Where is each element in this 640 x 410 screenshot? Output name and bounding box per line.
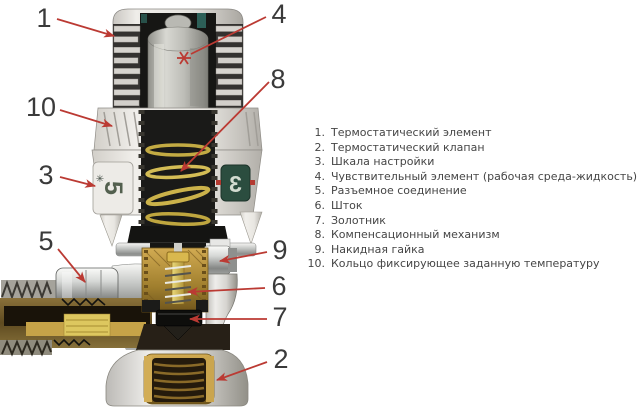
ring-flap-left — [99, 214, 123, 247]
legend-item-number: 10. — [307, 257, 326, 271]
arrow-9 — [218, 251, 268, 264]
legend-item-6: 6. Шток — [306, 199, 637, 214]
arrow-10 — [59, 109, 114, 128]
legend-item-5: 5. Разъемное соединение — [306, 184, 637, 199]
stem-spring — [164, 265, 192, 304]
legend-item-text: Шкала настройки — [331, 155, 435, 169]
valve-cartridge — [141, 243, 209, 313]
legend-item-text: Шток — [331, 198, 363, 212]
frost-symbol: ✳ — [96, 174, 104, 185]
legend-item-number: 4. — [314, 169, 326, 183]
legend-item-text: Разъемное соединение — [331, 184, 467, 198]
legend-item-text: Золотник — [331, 213, 386, 227]
thermostatic-head — [112, 8, 244, 115]
ring-flap-right — [239, 211, 263, 245]
callout-label-1: 1 — [36, 3, 51, 33]
callout-label-5: 5 — [38, 226, 53, 256]
star-marker-4 — [177, 51, 191, 65]
legend-item-number: 3. — [314, 155, 326, 169]
pipe-gold-sleeve — [63, 313, 111, 337]
legend-item-4: 4. Чувствительный элемент (рабочая среда… — [306, 169, 638, 185]
stem-tip — [174, 243, 182, 252]
legend-item-7: 7. Золотник — [306, 214, 637, 229]
arrow-3 — [59, 176, 97, 188]
callout-label-8: 8 — [270, 64, 285, 94]
legend-item-text: Кольцо фиксирующее заданную температуру — [331, 257, 600, 271]
legend-item-number: 5. — [314, 184, 326, 198]
legend-item-3: 3. Шкала настройки — [306, 155, 637, 170]
scale-tab-left — [92, 161, 134, 215]
seal-zigzag-top — [61, 297, 106, 307]
teal-accent-right — [197, 13, 206, 28]
arrow-2 — [215, 361, 268, 381]
legend-item-number: 6. — [314, 198, 326, 212]
arrow-8 — [180, 81, 270, 172]
arrow-1 — [56, 18, 116, 38]
legend-item-number: 2. — [314, 140, 326, 154]
legend-item-2: 2. Термостатический клапан — [306, 141, 637, 156]
flow-passage — [136, 324, 230, 350]
head-skirt-bottom — [127, 226, 229, 245]
head-ribs-left — [113, 24, 141, 112]
seat-block-left — [142, 300, 160, 312]
legend-item-number: 8. — [314, 228, 326, 242]
legend-item-text: Чувствительный элемент (рабочая среда-жи… — [331, 169, 638, 183]
pipe-thread-bottom — [1, 339, 52, 357]
sensitive-element — [147, 26, 209, 115]
arrow-4 — [190, 16, 267, 55]
callout-label-10: 10 — [26, 92, 56, 122]
callout-label-9: 9 — [272, 235, 287, 265]
legend-item-text: Компенсационный механизм — [331, 228, 500, 242]
teal-accent-left — [141, 14, 147, 23]
stem-gland-nut — [166, 251, 190, 263]
legend-item-text: Термостатический клапан — [331, 140, 485, 154]
seal-zigzag-bottom — [53, 338, 91, 347]
compensation-mechanism — [127, 110, 229, 245]
scale-number-5: 5 — [99, 181, 127, 195]
callout-label-3: 3 — [38, 160, 53, 190]
scale-mark-right — [250, 180, 255, 185]
arrow-6 — [186, 287, 266, 296]
callout-label-4: 4 — [271, 0, 286, 29]
valve-body — [0, 238, 257, 407]
legend-item-text: Накидная гайка — [331, 242, 425, 256]
legend-item-10: 10. Кольцо фиксирующее заданную температ… — [306, 257, 637, 272]
scale-number-3: 3 — [229, 171, 242, 197]
union-connection-pipe — [0, 267, 152, 357]
legend-item-1: 1. Термостатический элемент — [306, 126, 637, 141]
fixing-ring-notches — [103, 111, 259, 147]
callout-arrows — [56, 16, 270, 381]
pipe-thread-top — [1, 280, 52, 300]
legend-item-number: 9. — [314, 242, 326, 256]
legend-item-8: 8. Компенсационный механизм — [306, 228, 637, 243]
legend: 1. Термостатический элемент 2. Термостат… — [306, 126, 638, 272]
legend-item-text: Термостатический элемент — [331, 126, 492, 139]
legend-item-number: 7. — [314, 213, 326, 227]
bottom-port — [105, 349, 249, 407]
legend-item-number: 1. — [314, 126, 326, 139]
callout-labels: 1 4 8 10 3 5 9 6 7 2 — [26, 0, 289, 374]
seat-block-right — [196, 300, 208, 312]
callout-label-6: 6 — [271, 271, 286, 301]
legend-item-9: 9. Накидная гайка — [306, 243, 637, 258]
scale-mark-left — [216, 180, 221, 185]
callout-label-2: 2 — [273, 344, 288, 374]
port-thread-ridges — [153, 362, 205, 400]
port-threaded-bore — [152, 358, 206, 402]
arrow-5 — [57, 248, 86, 283]
callout-label-7: 7 — [272, 302, 287, 332]
head-ribs-right — [215, 24, 243, 112]
